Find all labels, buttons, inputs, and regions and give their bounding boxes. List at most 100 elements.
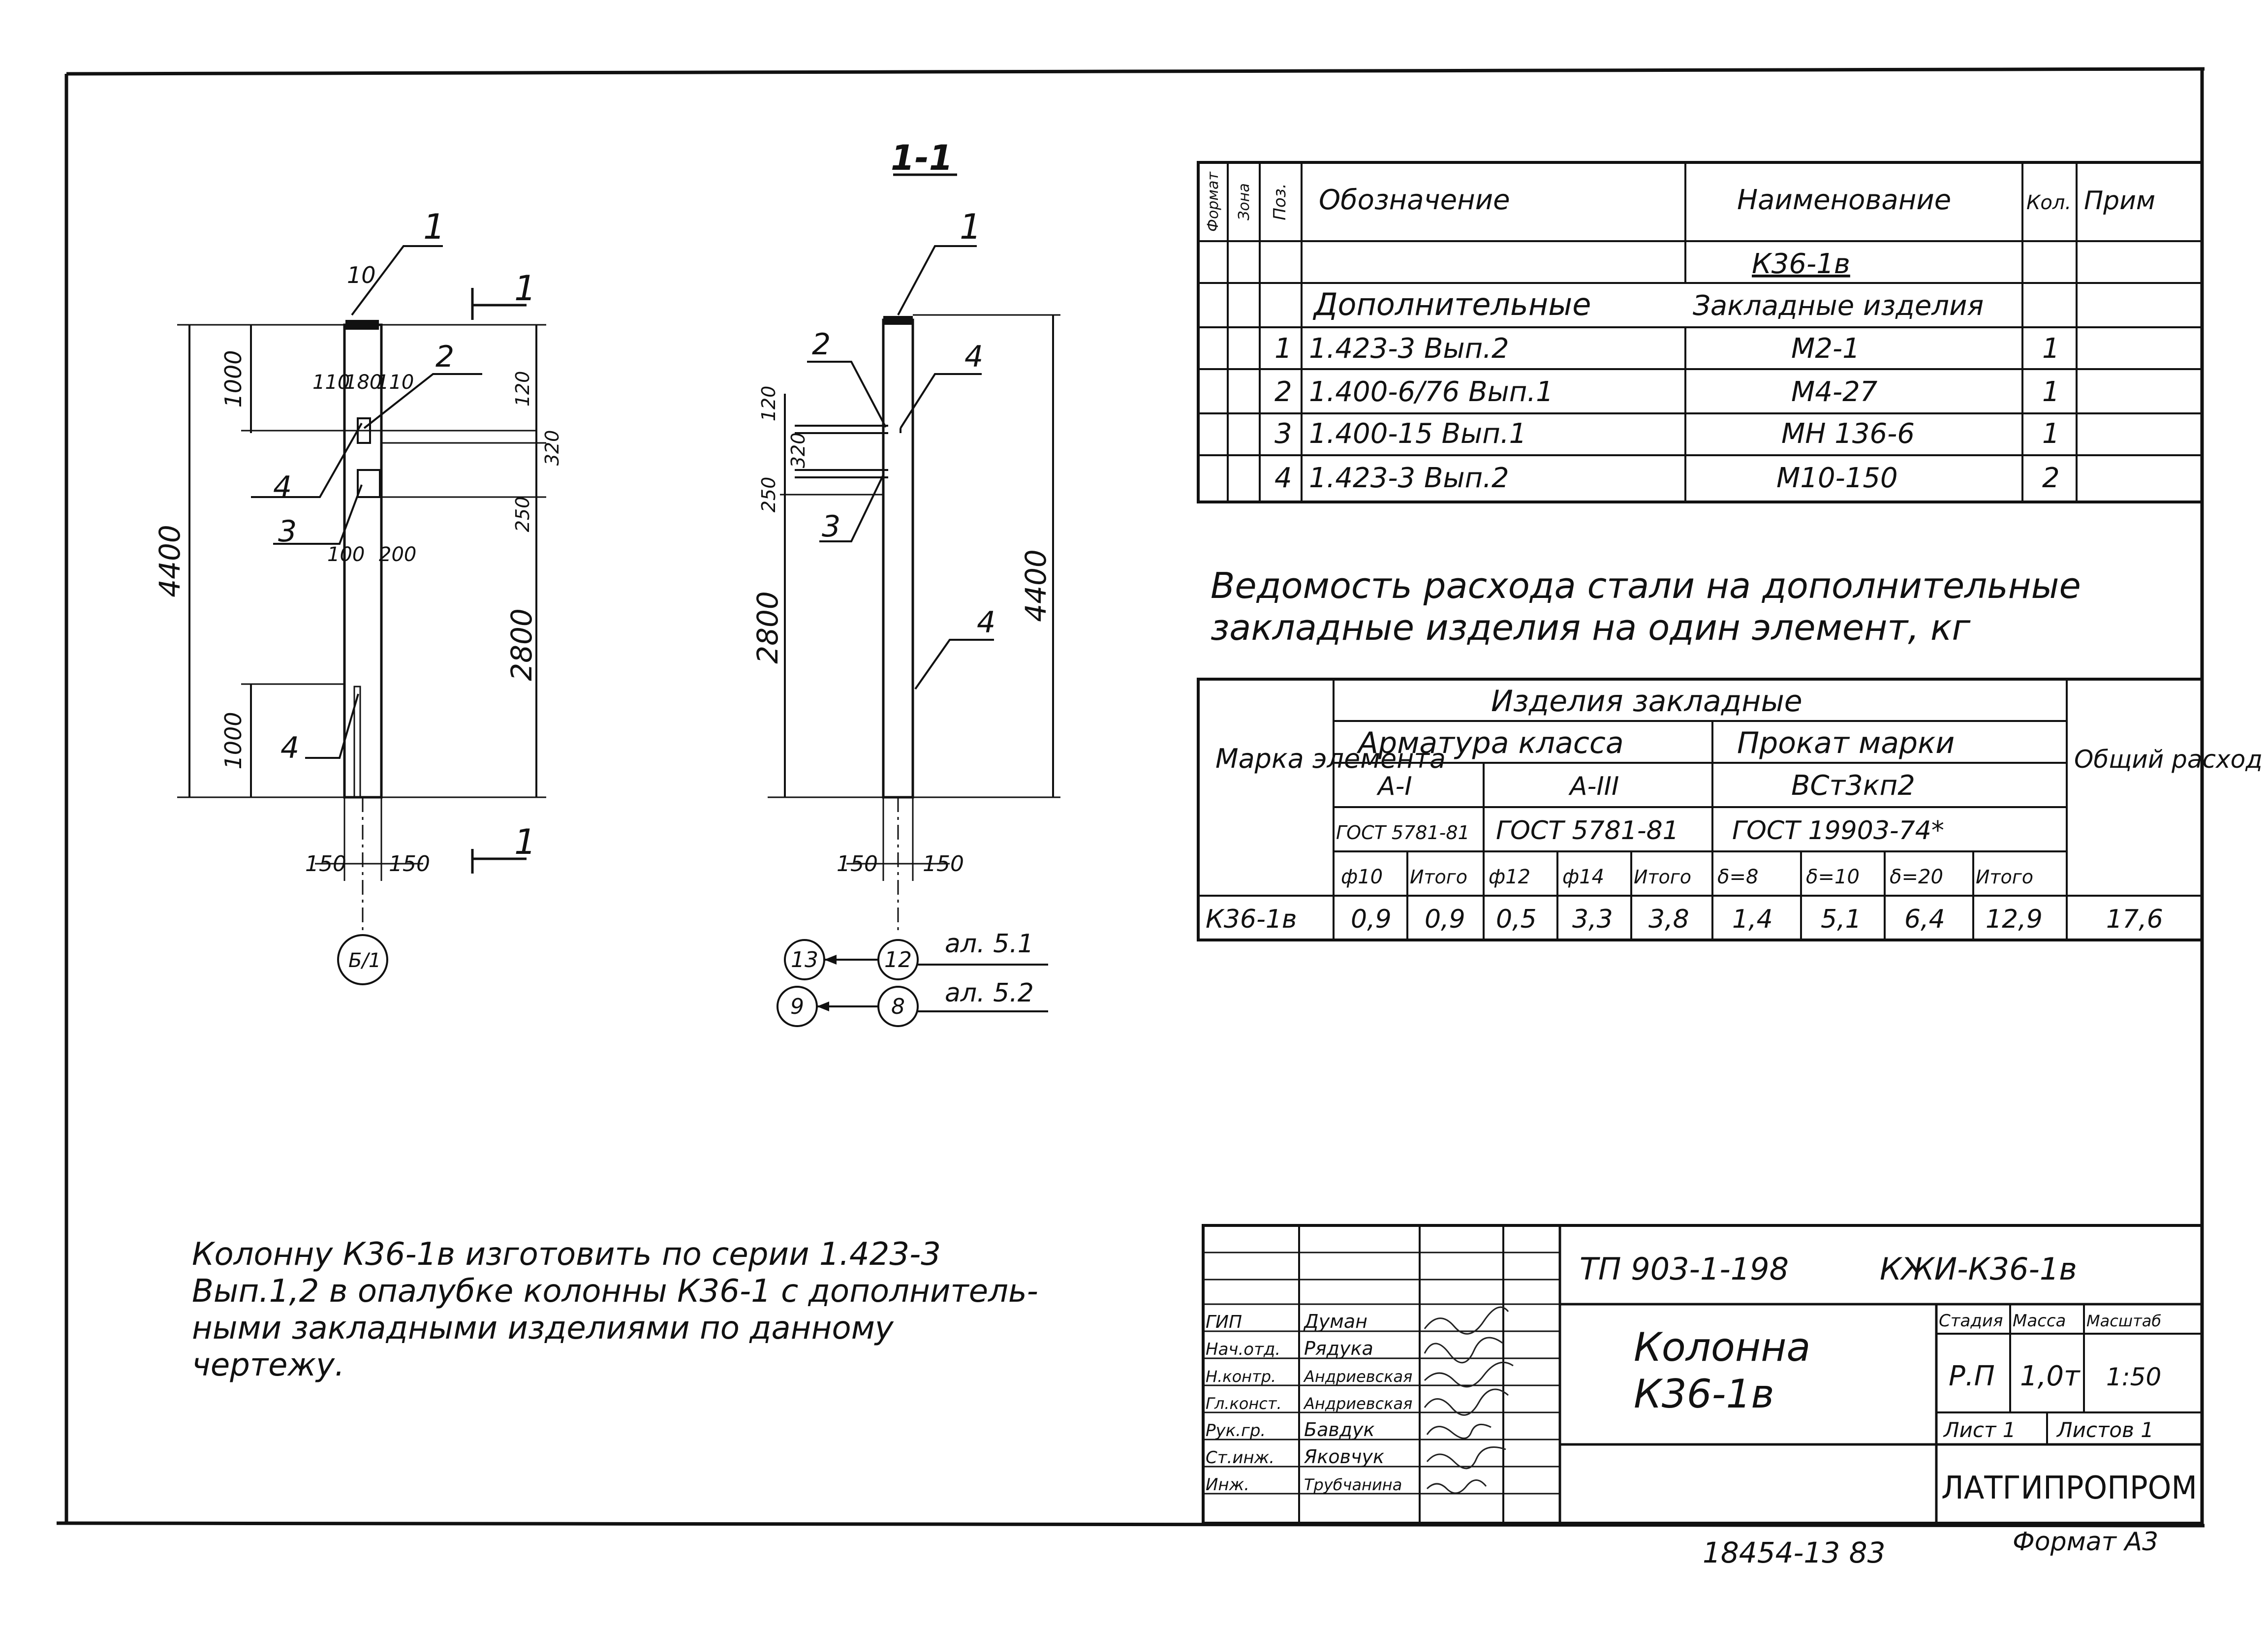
steel-col-f10: ф10 [1341,866,1383,888]
section-dim-2800: 2800 [751,591,784,664]
spec-row1-designation: 1.423-3 Вып.2 [1309,333,1509,365]
front-callout-1: 1 [423,207,445,247]
section-axis-9: 9 [790,994,804,1019]
section-axis-8: 8 [891,994,905,1019]
section-dim-150b: 150 [923,851,964,877]
steel-table: Марка элемента Изделия закладные Арматур… [1206,684,2263,934]
front-callout-3: 3 [278,514,297,549]
tb-name-4: Андриевская [1303,1394,1412,1413]
section-dim-150a: 150 [837,851,878,877]
front-dim-150a: 150 [305,851,346,877]
tb-name-7: Трубчанина [1304,1475,1402,1494]
spec-section-right: Закладные изделия [1693,290,1984,322]
steel-gost-prokat: ГОСТ 19903-74* [1732,816,1944,845]
steel-row-mark: К36-1в [1206,905,1297,934]
front-dim-4400: 4400 [153,525,186,597]
section-callout-4a: 4 [964,340,983,374]
steel-val-total: 17,6 [2106,905,2163,934]
steel-val-d10: 5,1 [1821,905,1862,934]
steel-val-f10: 0,9 [1351,905,1392,934]
spec-header-note: Прим [2084,186,2155,216]
tb-sheets: Листов 1 [2056,1418,2154,1442]
steel-title-line2: закладные изделия на один элемент, кг [1211,607,1971,648]
tb-role-1: ГИП [1206,1312,1242,1332]
front-dim-110a: 110 [312,371,350,394]
plate-top [345,320,379,330]
steel-col-itogo3: Итого [1976,866,2033,888]
front-dim-1000-bottom: 1000 [220,712,247,769]
spec-row3-pos: 3 [1274,418,1292,450]
front-dim-1000-top: 1000 [220,350,247,407]
section-axis-13: 13 [791,947,818,972]
steel-col-d10: δ=10 [1806,866,1860,888]
spec-row4-pos: 4 [1274,462,1292,494]
tb-role-6: Ст.инж. [1206,1448,1274,1468]
front-view [177,245,546,985]
tb-mass-label: Масса [2013,1311,2066,1331]
tb-scale: 1:50 [2106,1363,2161,1391]
tb-mass: 1,0т [2020,1360,2081,1392]
steel-val-d20: 6,4 [1904,905,1945,934]
front-callout-4b: 4 [280,731,299,765]
section-column-outline [882,318,914,799]
front-dim-320: 320 [541,430,563,466]
spec-table-grid [1197,161,2204,503]
steel-grade: ВСт3кп2 [1791,770,1915,802]
tb-scale-label: Масштаб [2086,1312,2161,1330]
spec-header-name: Наименование [1737,184,1951,216]
tb-code: КЖИ-К36-1в [1880,1251,2077,1287]
spec-header-format: Формат [1205,171,1222,232]
spec-row3-qty: 1 [2042,418,2060,450]
tb-name-line1: Колонна [1634,1324,1810,1370]
steel-class-aiii: А-III [1568,772,1619,801]
section-dim-120: 120 [758,386,779,422]
section-dim-250: 250 [758,477,779,513]
steel-col-d20: δ=20 [1890,866,1943,888]
front-dim-100: 100 [327,543,365,566]
note-line2: Вып.1,2 в опалубке колонны К36-1 с допол… [192,1273,1038,1310]
section-dim-320: 320 [787,433,809,469]
spec-row2-name: М4-27 [1791,376,1878,408]
spec-group-title: К36-1в [1752,248,1850,280]
tb-project: ТП 903-1-198 [1580,1251,1789,1287]
tb-company: ЛАТГИПРОПРОМ [1941,1470,2197,1506]
front-section-mark-bottom: 1 [514,822,536,862]
spec-section-left: Дополнительные [1312,286,1591,322]
tb-role-7: Инж. [1206,1475,1249,1495]
front-callout-4a: 4 [273,470,292,504]
front-dim-150b: 150 [389,851,430,877]
footer-inventory: 18454-13 83 [1703,1536,1885,1569]
spec-header-pos: Поз. [1270,183,1290,220]
steel-title-line1: Ведомость расхода стали на дополнительны… [1211,565,2081,606]
spec-header-designation: Обозначение [1319,184,1510,216]
spec-row4-designation: 1.423-3 Вып.2 [1309,462,1509,494]
tb-role-3: Н.контр. [1206,1367,1276,1386]
front-dim-120: 120 [512,371,533,407]
section-view [768,173,1060,1027]
steel-title: Ведомость расхода стали на дополнительны… [1211,565,2081,648]
footer: 18454-13 83 Формат А3 [1703,1527,2158,1569]
front-dim-180: 180 [344,371,382,394]
title-block: ТП 903-1-198 КЖИ-К36-1в Колонна К36-1в С… [1206,1251,2197,1506]
steel-table-grid [1197,678,2204,941]
spec-row2-pos: 2 [1274,376,1292,408]
embedded-part-3 [357,469,381,498]
steel-col-f14: ф14 [1562,866,1604,888]
steel-col-d8: δ=8 [1717,866,1758,888]
steel-class-ai: А-I [1376,772,1412,801]
section-callout-1: 1 [960,207,982,247]
section-callout-4b: 4 [977,605,995,640]
front-dim-110b: 110 [376,371,414,394]
spec-row1-pos: 1 [1274,333,1292,365]
general-note: Колонну К36-1в изготовить по серии 1.423… [192,1236,1038,1383]
front-dim-top: 10 [347,262,376,288]
steel-group-header: Изделия закладные [1491,684,1802,719]
tb-name-2: Рядука [1304,1338,1373,1359]
tb-role-5: Рук.гр. [1206,1421,1266,1440]
footer-format: Формат А3 [2013,1527,2158,1557]
spec-row1-name: М2-1 [1791,333,1860,365]
steel-val-itogo2: 3,8 [1648,905,1689,934]
tb-name-5: Бавдук [1304,1419,1375,1440]
spec-row2-qty: 1 [2042,376,2060,408]
steel-prokat-header: Прокат марки [1737,726,1955,760]
